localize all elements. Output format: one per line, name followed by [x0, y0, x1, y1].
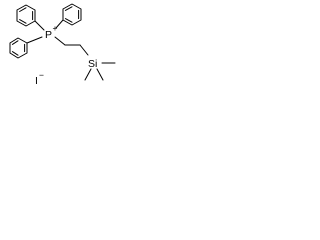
phenyl-ring-top-left	[16, 4, 36, 27]
bond-p-phenyl-top-left	[34, 20, 45, 31]
phosphorus-bonds	[26, 19, 66, 46]
bond-si-methyl-down-left	[84, 68, 92, 81]
iodide-charge-label: −	[39, 70, 44, 80]
iodide-label: I	[35, 75, 38, 87]
bond-p-ch2	[54, 36, 66, 46]
structure-diagram: P + Si I −	[9, 3, 116, 87]
phenyl-ring-bottom-left	[9, 37, 28, 59]
bond-si-methyl-down-right	[96, 68, 104, 81]
bond-ch2-si	[79, 44, 89, 56]
bond-p-phenyl-top-right	[55, 19, 64, 29]
ethyl-chain	[64, 44, 89, 56]
phenyl-ring-top-right	[62, 3, 82, 26]
trimethylsilyl-bonds	[84, 62, 116, 81]
silicon-label: Si	[88, 58, 97, 70]
phosphorus-label: P	[45, 29, 52, 41]
phosphorus-charge-label: +	[53, 23, 58, 33]
bond-p-phenyl-bottom-left	[26, 36, 43, 44]
